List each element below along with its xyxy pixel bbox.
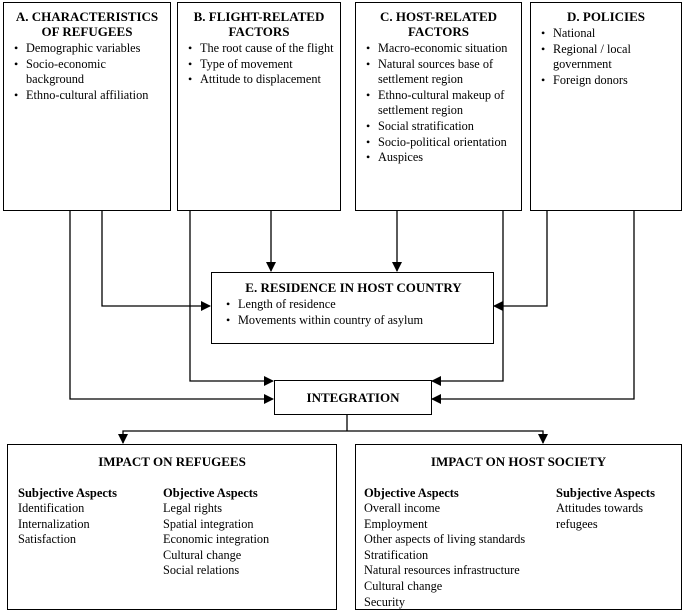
list-item: Economic integration [163,532,270,547]
list-item: Employment [364,516,428,531]
box-flight-related-factors: B. FLIGHT-RELATED FACTORS The root cause… [177,2,341,211]
list-item: Length of residence [222,297,485,313]
connector-c-to-integration [431,211,504,386]
list-item: Security [364,594,405,609]
connector-d-to-e [493,211,548,311]
list-item: Internalization [18,516,90,531]
list-item: Ethno-cultural affiliation [10,88,164,104]
list-item: Natural resources infrastructure [364,563,520,578]
box-policies: D. POLICIES National Regional / local go… [530,2,682,211]
list-item: Ethno-cultural makeup of settlement regi… [362,88,515,119]
box-impact-on-refugees: IMPACT ON REFUGEES Subjective Aspects Id… [7,444,337,610]
box-c-title: C. HOST-RELATED FACTORS [379,9,498,39]
box-e-title: E. RESIDENCE IN HOST COUNTRY [245,280,462,295]
list-item: Movements within country of asylum [222,313,485,329]
list-item: Social stratification [362,119,515,135]
list-item: Regional / local government [537,42,675,73]
list-item: Demographic variables [10,41,164,57]
list-item: Satisfaction [18,532,77,547]
host-subjective-column: Subjective Aspects Attitudes towards ref… [556,485,676,532]
list-item: Type of movement [184,57,334,73]
list-item: Foreign donors [537,73,675,89]
list-item: Attitude to displacement [184,72,334,88]
connector-d-to-integration [431,211,635,404]
refugees-title: IMPACT ON REFUGEES [98,454,246,469]
connector-to-host [347,430,548,444]
list-item: Cultural change [163,547,242,562]
box-integration: INTEGRATION [274,380,432,415]
host-objective-column: Objective Aspects Overall income Employm… [364,485,525,610]
list-item: Stratification [364,547,429,562]
list-item: Macro-economic situation [362,41,515,57]
refugees-subjective-heading: Subjective Aspects [18,486,117,500]
list-item: National [537,26,675,42]
list-item: The root cause of the flight [184,41,334,57]
list-item: Socio-economic background [10,57,164,88]
box-d-list: National Regional / local government For… [537,26,675,88]
box-d-title: D. POLICIES [566,9,646,24]
box-host-related-factors: C. HOST-RELATED FACTORS Macro-economic s… [355,2,522,211]
refugees-objective-heading: Objective Aspects [163,486,258,500]
connector-a-to-integration [69,211,274,404]
box-e-list: Length of residence Movements within cou… [222,297,485,328]
connector-to-refugees [118,430,347,444]
list-item: Identification [18,501,85,515]
box-characteristics-of-refugees: A. CHARACTERISTICS OF REFUGEES Demograph… [3,2,171,211]
connector-b-to-integration [189,211,274,386]
list-item: Cultural change [364,578,443,593]
box-residence-in-host-country: E. RESIDENCE IN HOST COUNTRY Length of r… [211,272,494,344]
box-a-list: Demographic variables Socio-economic bac… [10,41,164,103]
box-a-title: A. CHARACTERISTICS OF REFUGEES [15,9,159,39]
refugees-objective-column: Objective Aspects Legal rights Spatial i… [163,485,269,579]
list-item: Other aspects of living standards [364,532,526,547]
list-item: Spatial integration [163,516,254,531]
host-title: IMPACT ON HOST SOCIETY [430,454,607,469]
list-item: Natural sources base of settlement regio… [362,57,515,88]
box-impact-on-host-society: IMPACT ON HOST SOCIETY Objective Aspects… [355,444,682,610]
box-b-title: B. FLIGHT-RELATED FACTORS [193,9,325,39]
host-subjective-heading: Subjective Aspects [556,486,655,500]
connector-a-to-e [101,211,211,311]
box-c-list: Macro-economic situation Natural sources… [362,41,515,166]
host-objective-heading: Objective Aspects [364,486,459,500]
list-item: Socio-political orientation [362,135,515,151]
list-item: Legal rights [163,501,223,515]
integration-title: INTEGRATION [306,390,400,405]
list-item: Attitudes towards refugees [556,501,644,531]
refugees-subjective-column: Subjective Aspects Identification Intern… [18,485,117,548]
list-item: Overall income [364,501,441,515]
box-b-list: The root cause of the flight Type of mov… [184,41,334,88]
list-item: Social relations [163,563,240,578]
list-item: Auspices [362,150,515,166]
